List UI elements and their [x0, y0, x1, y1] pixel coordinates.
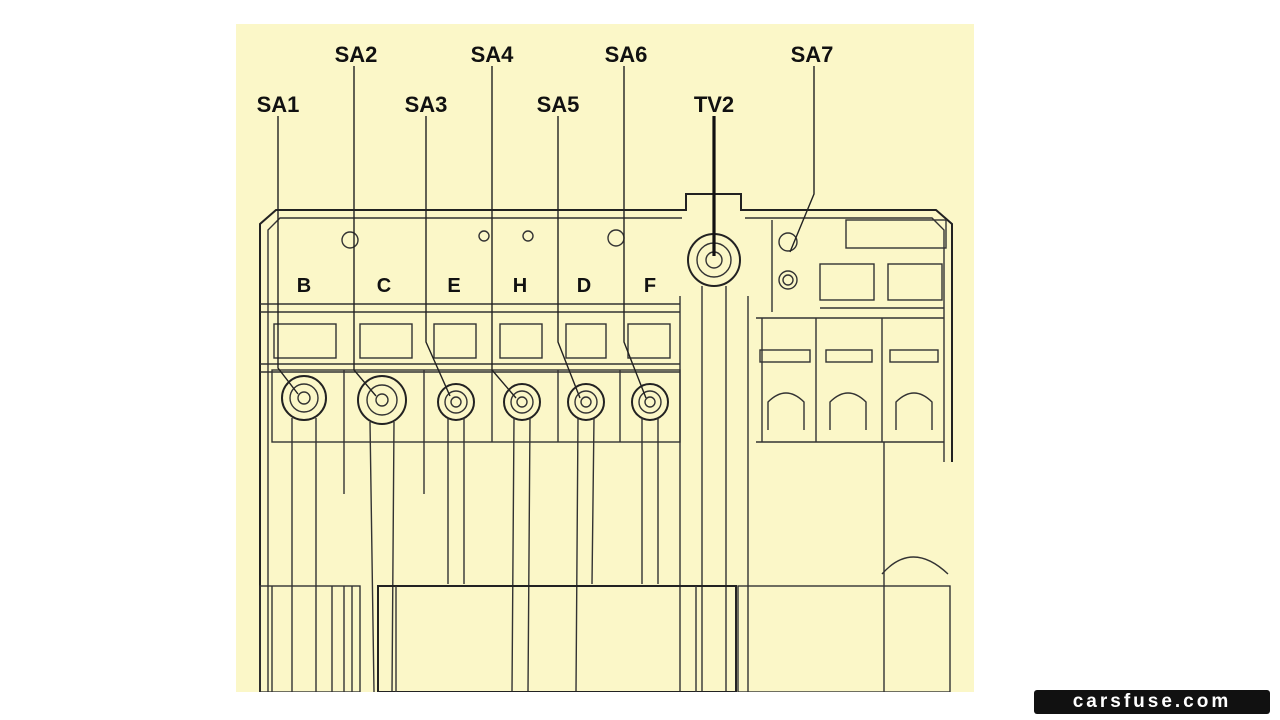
fuse-letter-c: C: [377, 275, 391, 297]
label-sa5: SA5: [537, 92, 580, 117]
fuse-terminals: [271, 369, 681, 692]
fuse-box-housing: [259, 193, 953, 692]
label-sa1: SA1: [257, 92, 300, 117]
top-labels: SA2 SA4 SA6 SA7: [335, 42, 834, 67]
fuse-letter-h: H: [513, 275, 527, 297]
lower-connectors: [259, 585, 951, 692]
label-tv2: TV2: [694, 92, 734, 117]
fuse-box-diagram: SA2 SA4 SA6 SA7 SA1 SA3 SA5 TV2 B C E H …: [236, 24, 974, 692]
leader-lines: [277, 66, 815, 399]
fuse-letter-b: B: [297, 275, 311, 297]
watermark-badge: carsfuse.com: [1034, 690, 1270, 714]
label-sa2: SA2: [335, 42, 378, 67]
fuse-windows: [273, 323, 671, 359]
label-sa3: SA3: [405, 92, 448, 117]
fuse-letter-d: D: [577, 275, 591, 297]
label-sa4: SA4: [471, 42, 515, 67]
label-sa6: SA6: [605, 42, 648, 67]
watermark-text: carsfuse.com: [1072, 691, 1232, 712]
main-terminal-tv2: [679, 233, 949, 692]
mid-labels: SA1 SA3 SA5 TV2: [257, 92, 735, 117]
label-sa7: SA7: [791, 42, 834, 67]
fuse-letter-f: F: [644, 275, 656, 297]
fuse-letter-e: E: [447, 275, 460, 297]
fuse-letters: B C E H D F: [297, 275, 656, 297]
